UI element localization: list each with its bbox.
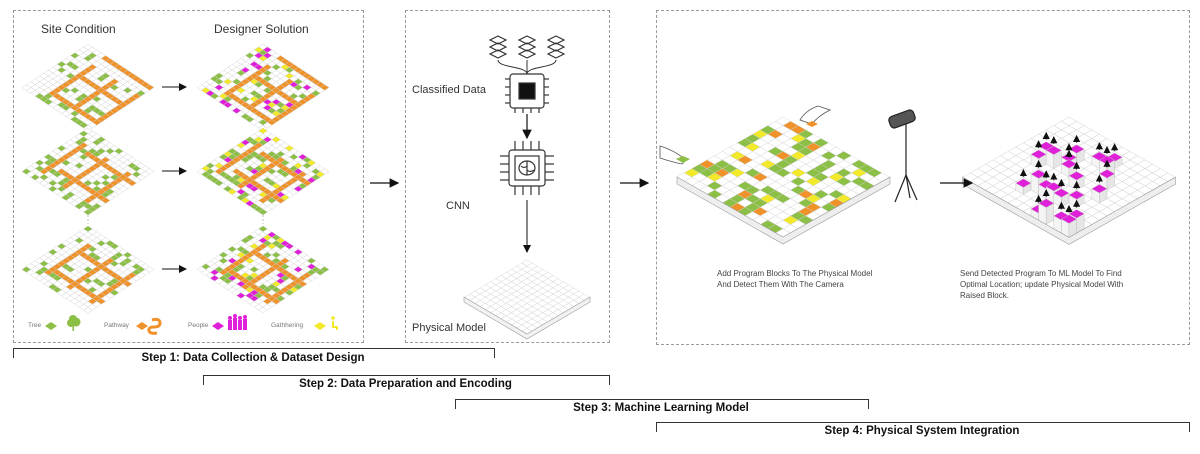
site-grid-3 bbox=[21, 225, 155, 314]
site-grid-2 bbox=[21, 127, 155, 216]
legend-tree-swatch bbox=[45, 322, 57, 330]
legend-tree-label: Tree bbox=[28, 322, 42, 329]
caption-detect: Add Program Blocks To The Physical Model… bbox=[717, 269, 873, 289]
site-condition-label: Site Condition bbox=[41, 22, 116, 36]
physical-system-graphics bbox=[659, 105, 1176, 245]
step4-bracket bbox=[656, 422, 1190, 432]
designer-solution-label: Designer Solution bbox=[214, 22, 309, 36]
legend-gathering-label: Gathhering bbox=[271, 322, 304, 329]
legend-people-swatch bbox=[212, 322, 224, 330]
step3-label: Step 3: Machine Learning Model bbox=[573, 402, 749, 414]
database-icon-1 bbox=[488, 35, 508, 59]
detect-model-base bbox=[676, 176, 891, 245]
legend-gathering-swatch bbox=[314, 322, 326, 330]
legend-pathway-label: Pathway bbox=[104, 322, 129, 329]
classified-data-label: Classified Data bbox=[412, 84, 486, 96]
physical-model-label: Physical Model bbox=[412, 322, 486, 334]
bench-icon bbox=[331, 316, 338, 330]
design-grid-3 bbox=[196, 225, 330, 314]
panel-physical-system bbox=[656, 10, 1190, 345]
step2-bracket bbox=[203, 375, 610, 385]
brain-chip-icon bbox=[500, 141, 554, 195]
camera-icon bbox=[888, 109, 918, 203]
raised-model bbox=[962, 116, 1176, 238]
raised-model-base bbox=[962, 176, 1176, 245]
panel-encoding bbox=[405, 10, 610, 343]
step4-label: Step 4: Physical System Integration bbox=[824, 425, 1020, 437]
hand-icon-right bbox=[799, 105, 832, 125]
tree-icon bbox=[67, 315, 81, 331]
cnn-label: CNN bbox=[446, 200, 470, 212]
physical-model-detect bbox=[676, 116, 890, 238]
dataset-grids bbox=[21, 43, 330, 314]
legend-pathway-swatch bbox=[136, 322, 148, 330]
step3-bracket bbox=[455, 399, 869, 409]
people-icon bbox=[228, 314, 247, 330]
caption-raise: Send Detected Program To ML Model To Fin… bbox=[960, 269, 1124, 300]
legend-people-label: People bbox=[188, 322, 209, 329]
design-grid-2 bbox=[196, 127, 330, 216]
physical-model-grid bbox=[464, 259, 590, 335]
site-grid-1 bbox=[21, 43, 155, 132]
step1-label: Step 1: Data Collection & Dataset Design bbox=[141, 352, 365, 364]
step2-label: Step 2: Data Preparation and Encoding bbox=[299, 378, 512, 390]
design-grid-1 bbox=[196, 43, 330, 132]
chip-icon bbox=[505, 73, 549, 113]
legend-icons bbox=[45, 314, 338, 335]
model-base bbox=[463, 296, 591, 340]
step1-bracket bbox=[13, 348, 495, 358]
database-icon-2 bbox=[517, 35, 537, 59]
panel-dataset-design bbox=[13, 10, 364, 343]
database-icon-3 bbox=[546, 35, 566, 59]
pathway-icon bbox=[147, 317, 162, 335]
encoding-graphics bbox=[463, 35, 591, 340]
